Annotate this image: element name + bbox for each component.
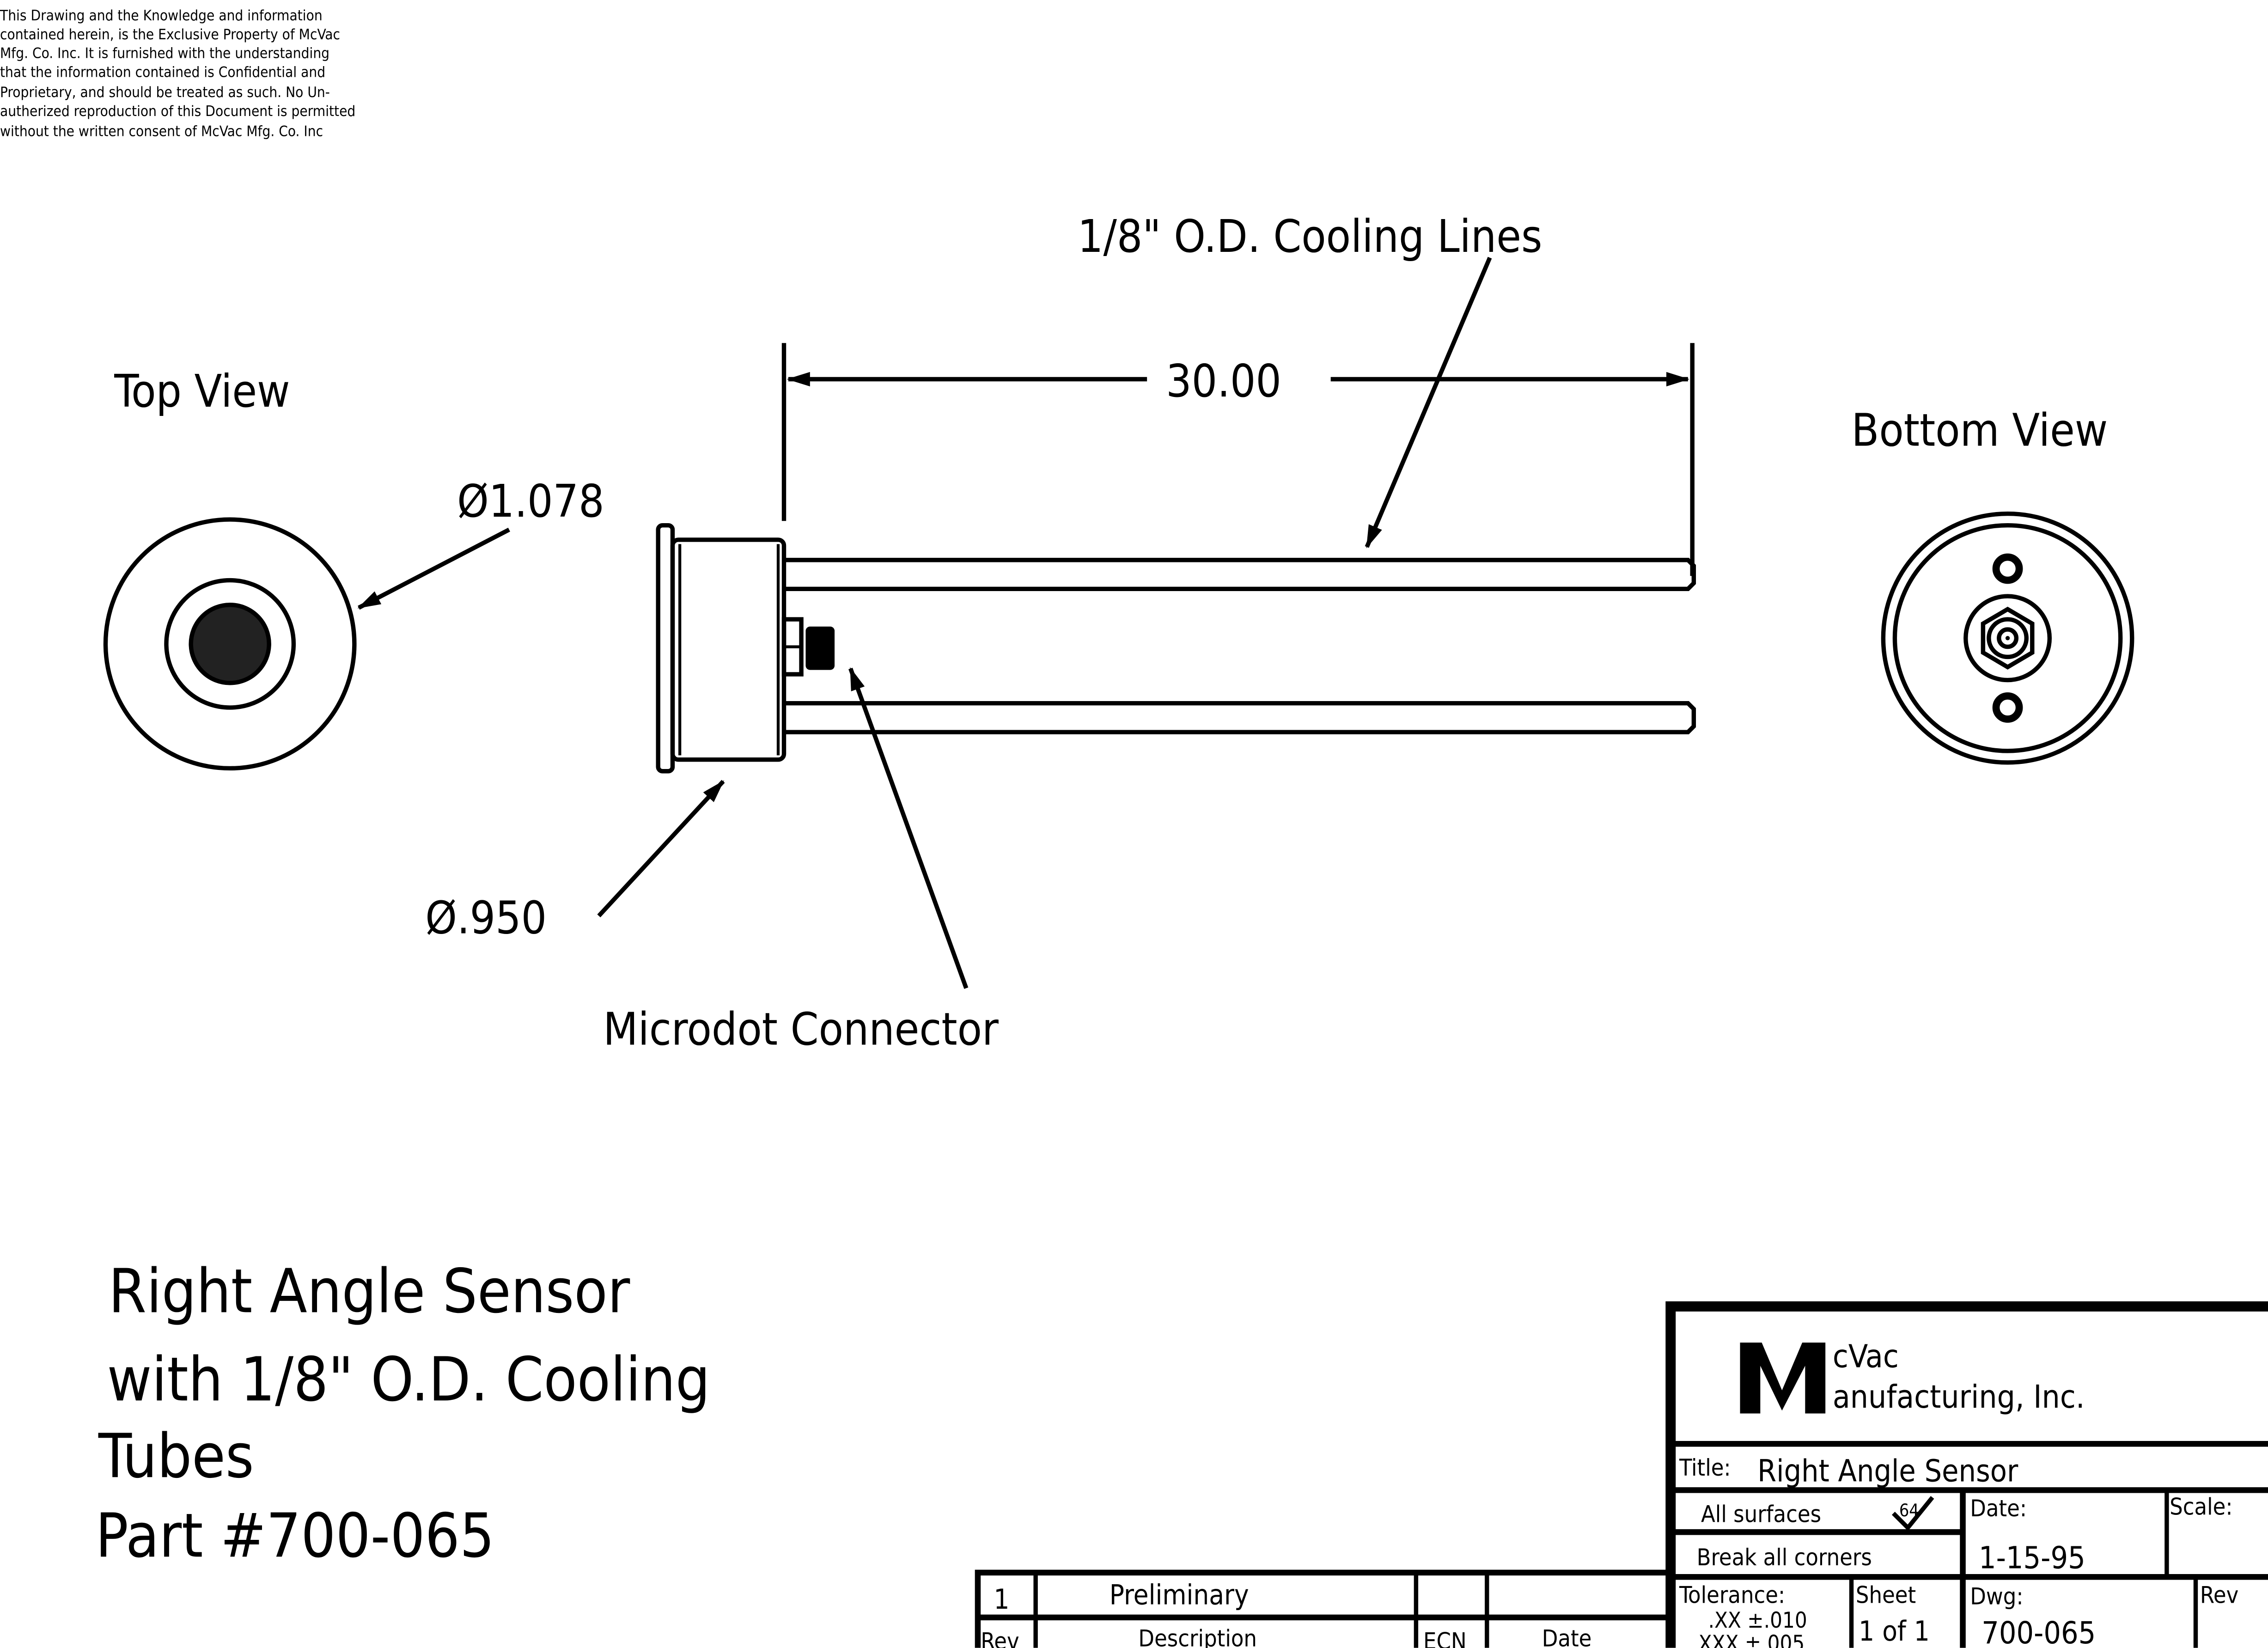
connector-leader	[848, 667, 969, 989]
top-view-label: Top View	[114, 365, 290, 417]
date-value: 1-15-95	[1979, 1540, 2085, 1575]
tolerance-xx: .XX ±.010	[1708, 1608, 1807, 1633]
rev-header: Rev	[981, 1628, 1019, 1648]
confidentiality-notice: This Drawing and the Knowledge and infor…	[0, 7, 355, 140]
length-dimension-value: 30.00	[1166, 355, 1281, 407]
logo-m	[1740, 1343, 1826, 1414]
scale-label: Scale:	[2170, 1494, 2232, 1520]
notice-line: without the written consent of McVac Mfg…	[0, 123, 323, 140]
length-dimension: 30.00	[781, 343, 1695, 576]
notice-line: This Drawing and the Knowledge and infor…	[0, 7, 323, 24]
connector-boss	[1963, 594, 2052, 683]
part-number: Part #700-065	[96, 1501, 494, 1571]
company-name-line1: cVac	[1833, 1338, 1899, 1375]
date-header: Date	[1542, 1625, 1592, 1648]
side-view	[656, 523, 1696, 774]
sheet-label: Sheet	[1856, 1582, 1916, 1609]
surface-finish-check-icon	[1891, 1496, 1934, 1531]
notice-line: that the information contained is Confid…	[0, 64, 325, 80]
hex-nut	[1981, 606, 2035, 670]
connector-label: Microdot Connector	[603, 1003, 999, 1055]
revision-number: 1	[994, 1584, 1009, 1616]
title-value: Right Angle Sensor	[1757, 1453, 2018, 1489]
sheet-value: 1 of 1	[1859, 1616, 1930, 1648]
notice-line: Proprietary, and should be treated as su…	[0, 84, 330, 101]
cooling-tube	[784, 558, 1696, 592]
title-block: cVac anufacturing, Inc. Title: Right Ang…	[1665, 1301, 2268, 1648]
corners-label: Break all corners	[1697, 1544, 1872, 1571]
date-label: Date:	[1970, 1495, 2027, 1522]
body-diameter-leader	[597, 780, 725, 917]
revision-table: 1 Preliminary Rev Description ECN Date	[975, 1569, 1671, 1648]
outer-diameter-dimension: Ø1.078	[457, 475, 604, 527]
notice-line: autherized reproduction of this Document…	[0, 103, 355, 120]
dwg-value: 700-065	[1981, 1615, 2096, 1648]
cooling-lines-label: 1/8" O.D. Cooling Lines	[1078, 210, 1542, 262]
part-description: Right Angle Sensor with 1/8" O.D. Coolin…	[96, 1256, 710, 1571]
outer-diameter-leader	[357, 527, 510, 610]
company-name-line2: anufacturing, Inc.	[1833, 1379, 2085, 1416]
revision-row: 1 Preliminary	[994, 1580, 1249, 1616]
bottom-view	[1881, 511, 2134, 765]
tolerance-xxx: .XXX ±.005	[1692, 1631, 1805, 1648]
body-diameter-dimension: Ø.950	[425, 891, 547, 944]
tube-hole	[1992, 692, 2023, 723]
tolerance-label: Tolerance:	[1679, 1582, 1785, 1609]
part-description-line: Right Angle Sensor	[109, 1256, 630, 1327]
sensor-body	[670, 537, 786, 762]
cooling-lines-leader	[1365, 256, 1492, 549]
part-description-line: Tubes	[98, 1421, 254, 1492]
cooling-tube	[784, 701, 1696, 734]
title-label: Title:	[1679, 1454, 1731, 1481]
notice-line: Mfg. Co. Inc. It is furnished with the u…	[0, 45, 329, 62]
notice-line: contained herein, is the Exclusive Prope…	[0, 26, 340, 43]
top-view	[103, 517, 357, 771]
company-logo: cVac anufacturing, Inc.	[1740, 1338, 2085, 1416]
ecn-header: ECN	[1423, 1628, 1467, 1648]
surfaces-label: All surfaces	[1701, 1501, 1821, 1527]
description-header: Description	[1138, 1625, 1257, 1648]
revision-description: Preliminary	[1110, 1580, 1249, 1611]
tube-hole	[1992, 553, 2023, 584]
bottom-view-label: Bottom View	[1852, 404, 2108, 456]
part-description-line: with 1/8" O.D. Cooling	[107, 1344, 710, 1415]
connector-thread	[805, 626, 835, 670]
dwg-label: Dwg:	[1970, 1583, 2023, 1610]
rev-label: Rev	[2200, 1582, 2238, 1609]
flange	[656, 523, 675, 774]
